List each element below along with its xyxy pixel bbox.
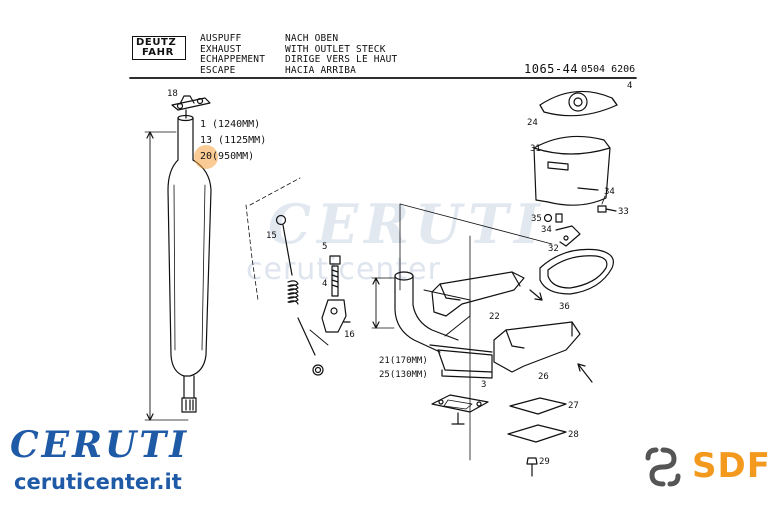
- subtitle-de: NACH OBEN: [285, 33, 339, 44]
- title-fr: ECHAPPEMENT: [200, 54, 266, 66]
- callout-16: 16: [344, 330, 355, 340]
- callout-22: 22: [489, 312, 500, 322]
- subtitle-fr: DIRIGE VERS LE HAUT: [285, 54, 398, 66]
- title-es: ESCAPE: [200, 64, 236, 76]
- title-de: AUSPUFF: [200, 33, 242, 44]
- callout-29: 29: [539, 457, 550, 467]
- callout-21: 21(170MM): [379, 356, 428, 366]
- title-en: EXHAUST: [200, 43, 242, 55]
- sdf-logo-text: SDF: [692, 446, 771, 486]
- watermark-site: ceruticenter: [246, 252, 441, 287]
- header-title-languages-2: NACH OBEN WITH OUTLET STECK DIRIGE VERS …: [285, 33, 398, 76]
- callout-34-top: 34: [604, 187, 615, 197]
- callout-variant-1: 1 (1240MM): [200, 119, 261, 130]
- callout-5: 5: [322, 242, 328, 252]
- callout-variant-13: 13 (1125MM): [200, 135, 267, 146]
- callout-35: 35: [531, 214, 542, 224]
- ceruti-logo: CERUTI: [10, 424, 190, 466]
- deutz-fahr-logo: DEUTZ FAHR: [132, 36, 186, 60]
- logo-line-2: FAHR: [142, 47, 174, 58]
- callout-34-bottom: 34: [541, 225, 552, 235]
- sdf-logo-icon: [640, 444, 686, 490]
- callout-15: 15: [266, 231, 277, 241]
- callout-31: 31: [530, 144, 541, 154]
- callout-33: 33: [618, 207, 629, 217]
- highlight-marker: [194, 145, 218, 169]
- callout-3: 3: [481, 380, 487, 390]
- callout-18: 18: [167, 89, 178, 99]
- callout-32: 32: [548, 244, 559, 254]
- callout-4: 4: [322, 279, 328, 289]
- logo-line-1: DEUTZ: [136, 37, 177, 48]
- subtitle-es: HACIA ARRIBA: [285, 64, 357, 76]
- ceruti-url: ceruticenter.it: [14, 470, 182, 494]
- callout-27: 27: [568, 401, 579, 411]
- part-number: 0504 6206: [581, 64, 636, 75]
- callout-36: 36: [559, 302, 570, 312]
- callout-variant-20: 20(950MM): [200, 151, 255, 162]
- callout-25: 25(130MM): [379, 370, 428, 380]
- watermark-brand: CERUTI: [268, 192, 546, 256]
- header-title-languages-1: AUSPUFF EXHAUST ECHAPPEMENT ESCAPE: [200, 33, 266, 76]
- callout-26: 26: [538, 372, 549, 382]
- callout-28: 28: [568, 430, 579, 440]
- subtitle-en: WITH OUTLET STECK: [285, 43, 386, 55]
- page-number: 4: [627, 81, 633, 91]
- group-number: 1065-44: [524, 62, 579, 76]
- callout-24: 24: [527, 118, 538, 128]
